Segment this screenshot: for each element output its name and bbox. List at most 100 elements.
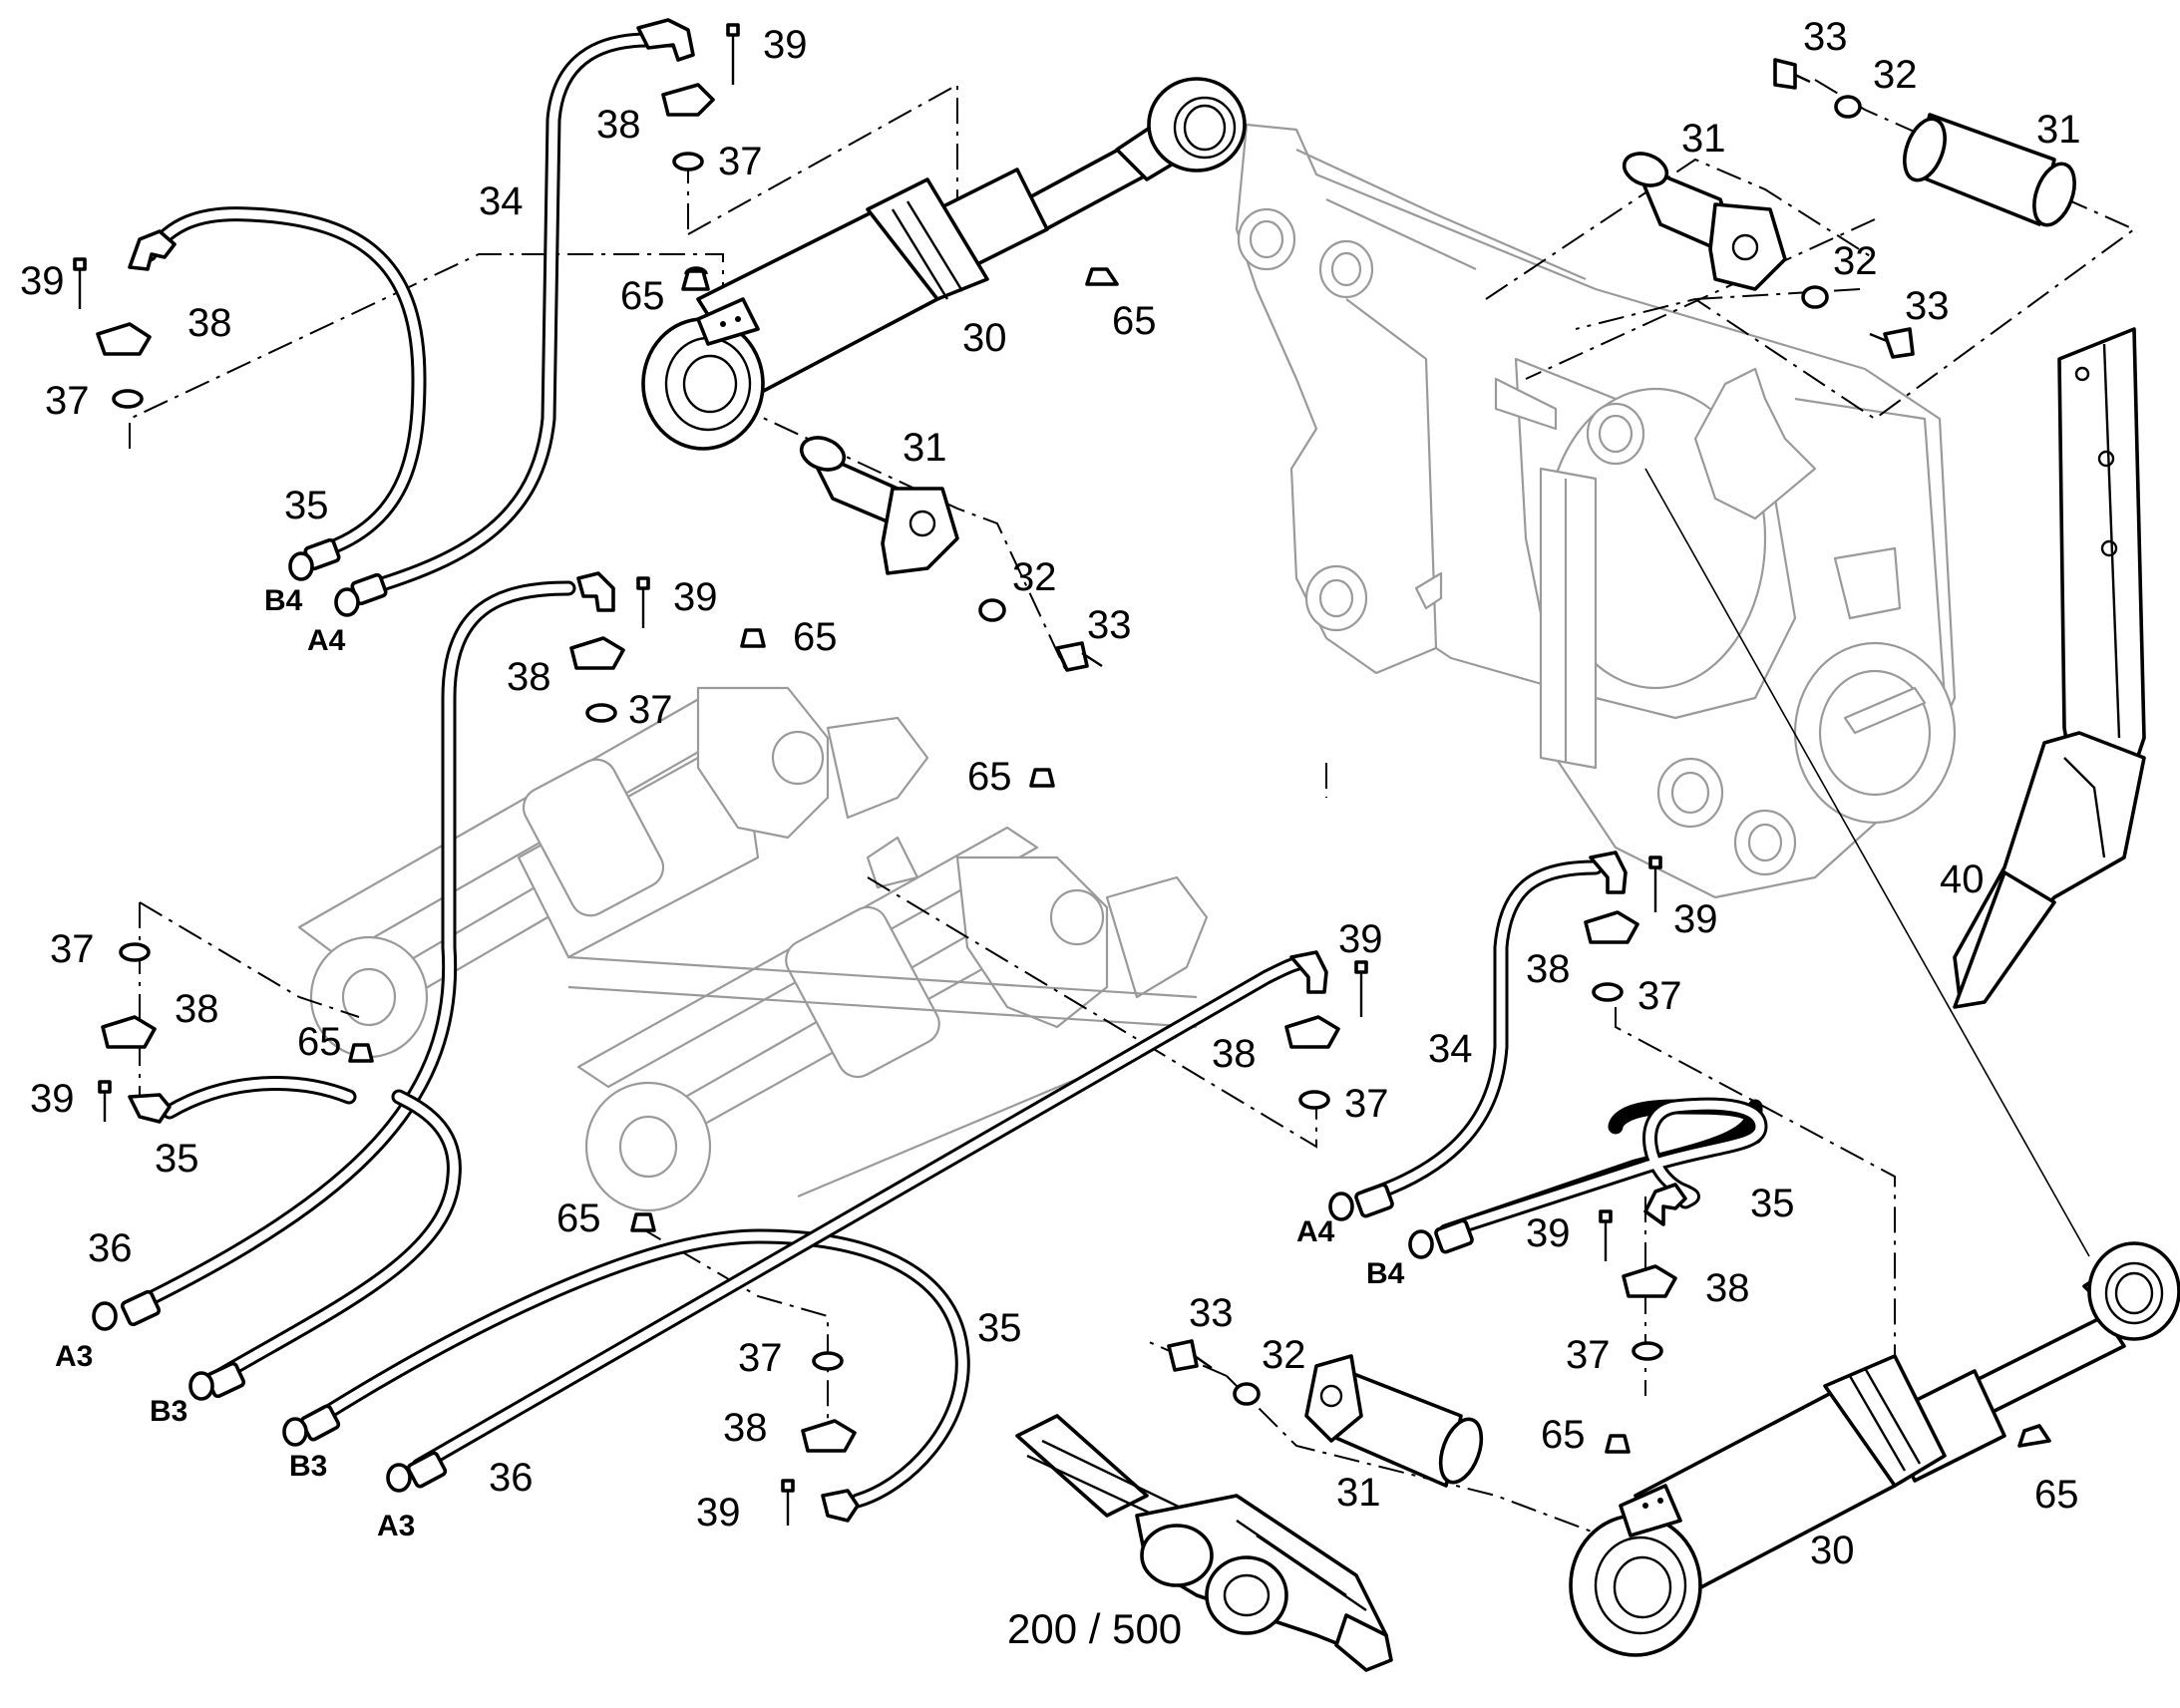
callout-38: 38 xyxy=(723,1406,768,1450)
elbow-fitting-right-top xyxy=(1589,851,1628,894)
hose-34-right xyxy=(1358,859,1604,1204)
callout-38: 38 xyxy=(1526,947,1571,991)
callout-37: 37 xyxy=(628,688,673,732)
fitting-a4-right xyxy=(1328,1183,1394,1221)
bolt-33-bottom xyxy=(1167,1339,1213,1372)
reference-label: 200 / 500 xyxy=(1007,1605,1182,1652)
elbow-fitting-bottom xyxy=(821,1489,860,1523)
callout-33: 33 xyxy=(1189,1291,1234,1335)
elbow-fitting-center xyxy=(576,571,615,612)
washers-and-bolts xyxy=(978,58,1915,1406)
callout-39: 39 xyxy=(30,1077,75,1121)
clamp-group-left xyxy=(98,942,157,1122)
callout-34: 34 xyxy=(1428,1027,1473,1071)
callout-35: 35 xyxy=(1750,1182,1795,1225)
washer-32-bottom xyxy=(1233,1382,1261,1406)
port-label-b4: B4 xyxy=(264,584,303,617)
port-label-b3: B3 xyxy=(289,1450,327,1483)
clamp-group-center-right xyxy=(1284,960,1368,1110)
hose-fittings xyxy=(92,18,1687,1523)
hydraulic-cylinder-top xyxy=(641,77,1247,451)
fitting-a3-left xyxy=(92,1289,162,1331)
hose-left-b3 xyxy=(211,1089,462,1384)
callout-65: 65 xyxy=(967,755,1012,799)
machine-frame-ghost xyxy=(1235,123,1957,899)
callout-37: 37 xyxy=(45,379,90,423)
callout-39: 39 xyxy=(763,23,808,67)
callout-33: 33 xyxy=(1905,284,1950,328)
clamp-group-right-mid xyxy=(1599,1209,1677,1361)
callout-30: 30 xyxy=(1810,1529,1855,1572)
callout-39: 39 xyxy=(1526,1211,1571,1255)
reference-assembly xyxy=(1015,1414,1393,1672)
fitting-b4-left xyxy=(288,537,341,581)
callout-65: 65 xyxy=(1112,299,1157,343)
callout-32: 32 xyxy=(1873,53,1918,97)
port-label-a3: A3 xyxy=(55,1340,93,1373)
washer-32-top-a xyxy=(1834,95,1862,119)
callout-37: 37 xyxy=(50,927,95,971)
pin-31-center xyxy=(799,436,959,575)
callout-33: 33 xyxy=(1087,603,1132,647)
callout-65: 65 xyxy=(297,1020,342,1064)
clamp-group-center xyxy=(569,576,650,723)
callout-39: 39 xyxy=(1673,897,1718,941)
callout-38: 38 xyxy=(1705,1266,1750,1310)
callout-37: 37 xyxy=(718,140,763,183)
port-label-b3: B3 xyxy=(150,1395,187,1428)
pins-31 xyxy=(799,113,2076,1488)
callout-39: 39 xyxy=(20,259,65,303)
fitting-a4-left xyxy=(334,572,388,617)
fitting-b3-left xyxy=(188,1361,246,1401)
callout-40: 40 xyxy=(1940,857,1985,901)
bolt-33-top-a xyxy=(1773,58,1811,90)
port-label-a3: A3 xyxy=(377,1510,415,1542)
clamp-group-top xyxy=(661,23,740,171)
callout-38: 38 xyxy=(187,301,232,345)
callout-38: 38 xyxy=(1212,1032,1257,1076)
callout-39: 39 xyxy=(1338,917,1383,961)
fitting-b3-center xyxy=(282,1404,341,1447)
callout-65: 65 xyxy=(1541,1413,1586,1457)
port-label-b4: B4 xyxy=(1366,1257,1405,1290)
callout-35: 35 xyxy=(155,1137,199,1181)
flange-clamps xyxy=(73,23,1677,1526)
ripper-shank xyxy=(1953,327,2146,1009)
bolt-33-top-b xyxy=(1869,327,1915,359)
callout-37: 37 xyxy=(1344,1082,1389,1126)
callout-37: 37 xyxy=(1566,1333,1611,1377)
callout-31: 31 xyxy=(903,426,947,470)
hose-35-right xyxy=(1438,1097,1768,1239)
callout-31: 31 xyxy=(1681,117,1726,161)
callout-32: 32 xyxy=(1012,555,1057,599)
pin-31-top-a xyxy=(1622,152,1787,291)
elbow-fitting-left-mid xyxy=(128,1093,172,1124)
callout-35: 35 xyxy=(284,484,329,527)
callout-65: 65 xyxy=(793,615,838,659)
port-label-a4: A4 xyxy=(1296,1215,1335,1248)
callout-32: 32 xyxy=(1262,1333,1306,1377)
clamp-group-bottom xyxy=(781,1351,857,1526)
callout-34: 34 xyxy=(479,179,524,223)
callout-30: 30 xyxy=(962,316,1007,360)
callout-labels: 39 38 37 34 39 38 37 65 30 65 33 32 31 3… xyxy=(20,15,2081,1572)
callout-38: 38 xyxy=(507,655,551,699)
callout-37: 37 xyxy=(738,1336,783,1380)
callout-65: 65 xyxy=(2034,1473,2079,1517)
grease-nipples xyxy=(348,266,2051,1454)
elbow-fitting-center-right xyxy=(1289,950,1328,994)
callout-65: 65 xyxy=(620,274,665,318)
hydraulic-cylinder-bottom xyxy=(1569,1241,2180,1657)
pin-31-bottom xyxy=(1304,1354,1484,1488)
fitting-a3-center xyxy=(386,1451,448,1493)
callout-39: 39 xyxy=(673,575,718,619)
elbow-fitting-top xyxy=(636,18,695,62)
callout-39: 39 xyxy=(696,1491,741,1535)
washer-32-center xyxy=(978,598,1006,622)
elbow-fitting-right-mid xyxy=(1643,1183,1687,1226)
port-labels: B4 A4 A3 B3 B3 A3 A4 B4 xyxy=(55,584,1405,1542)
clamp-group-right xyxy=(1584,855,1662,1002)
boom-assembly-ghost xyxy=(297,686,1209,1212)
elbow-fitting-left-top xyxy=(128,229,177,271)
callout-31: 31 xyxy=(2036,108,2081,152)
